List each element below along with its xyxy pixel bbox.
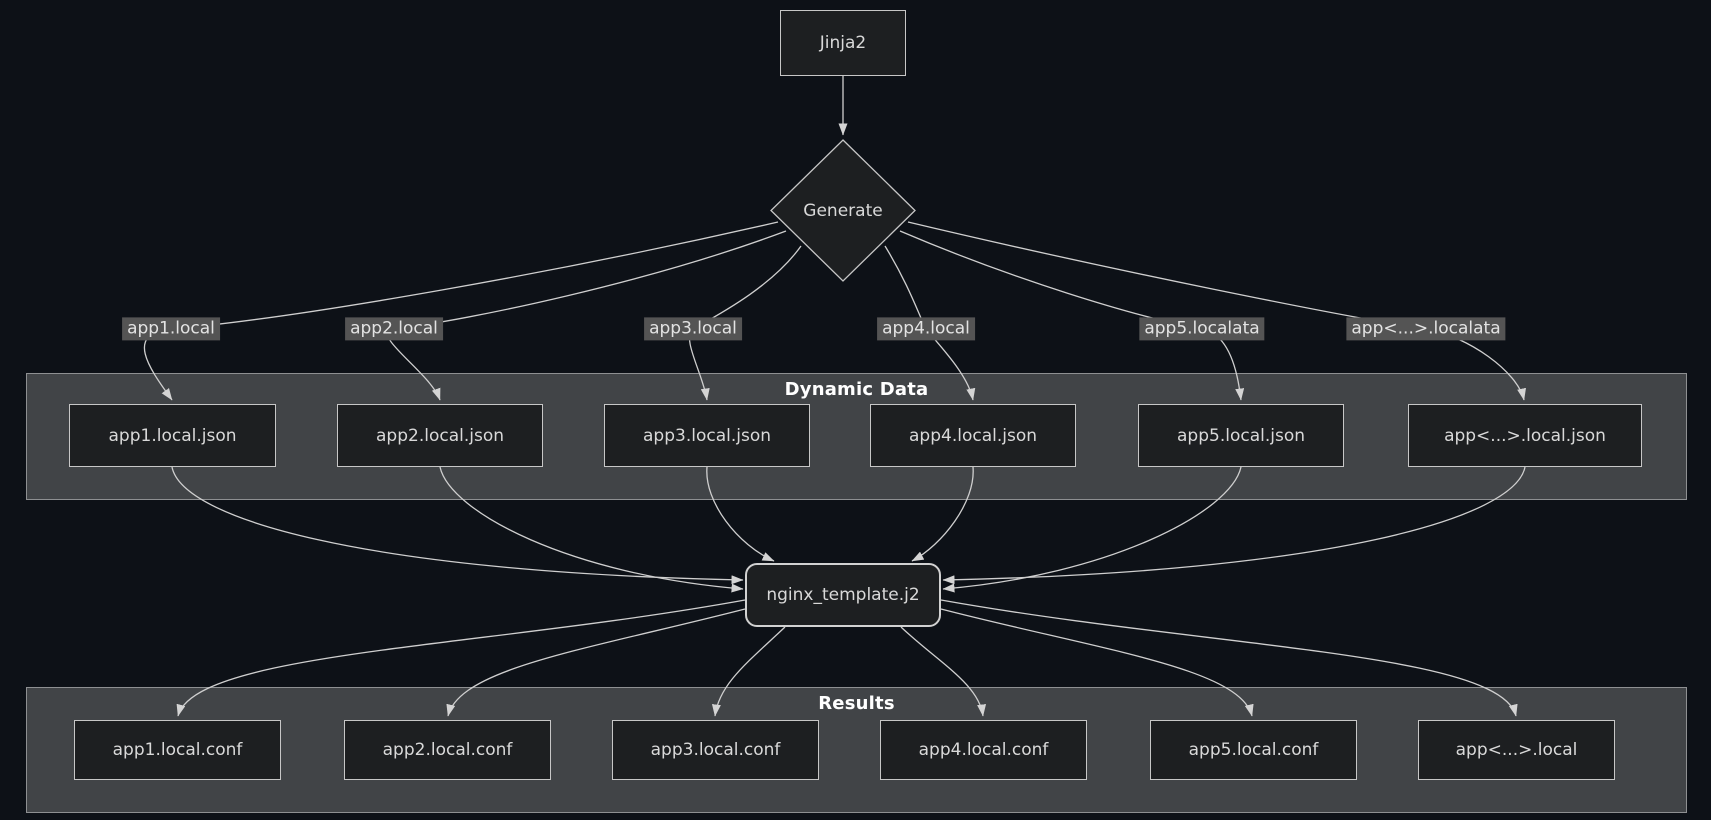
edge-label-app-etc-localata: app<...>.localata [1346, 317, 1506, 341]
edge-json2-template [439, 466, 744, 593]
edge-label-app1-local: app1.local [122, 317, 220, 341]
edge-template-conf5 [940, 608, 1254, 717]
edge-generate-app5 [899, 230, 1245, 401]
edge-label-app2-local: app2.local [345, 317, 443, 341]
edge-template-conf3 [711, 626, 786, 717]
node-app2-local-conf: app2.local.conf [344, 720, 551, 780]
node-app2-local-json: app2.local.json [337, 404, 543, 467]
node-nginx-template-j2: nginx_template.j2 [745, 563, 941, 627]
node-app5-local-conf: app5.local.conf [1150, 720, 1357, 780]
node-app-etc-local-json: app<...>.local.json [1408, 404, 1642, 467]
node-app1-local-conf: app1.local.conf [74, 720, 281, 780]
node-app1-local-json: app1.local.json [69, 404, 276, 467]
edge-template-conf4 [900, 626, 987, 717]
edge-json3-template [706, 466, 775, 562]
edge-label-app5-localata: app5.localata [1139, 317, 1265, 341]
cluster-dynamic-data-title: Dynamic Data [784, 379, 929, 400]
node-app3-local-conf: app3.local.conf [612, 720, 819, 780]
edge-json5-template [942, 466, 1242, 593]
node-jinja2: Jinja2 [780, 10, 906, 76]
edge-template-conf2 [446, 608, 746, 717]
cluster-results: Results [26, 687, 1687, 813]
node-app-etc-local: app<...>.local [1418, 720, 1615, 780]
node-generate: Generate [770, 139, 916, 282]
edge-generate-app6 [907, 221, 1526, 401]
diamond-shape [770, 139, 916, 282]
edge-template-conf1 [176, 599, 746, 717]
cluster-results-title: Results [818, 693, 895, 714]
node-app3-local-json: app3.local.json [604, 404, 810, 467]
node-generate-label: Generate [803, 200, 883, 221]
node-app4-local-conf: app4.local.conf [880, 720, 1087, 780]
node-app5-local-json: app5.local.json [1138, 404, 1344, 467]
edge-generate-app1 [143, 221, 779, 401]
edge-json6-template [942, 466, 1526, 585]
edge-json4-template [911, 466, 974, 562]
edge-label-app3-local: app3.local [644, 317, 742, 341]
edge-generate-app2 [387, 230, 787, 401]
node-app4-local-json: app4.local.json [870, 404, 1076, 467]
edge-template-conf6 [940, 599, 1518, 717]
edge-json1-template [171, 466, 744, 585]
edge-label-app4-local: app4.local [877, 317, 975, 341]
